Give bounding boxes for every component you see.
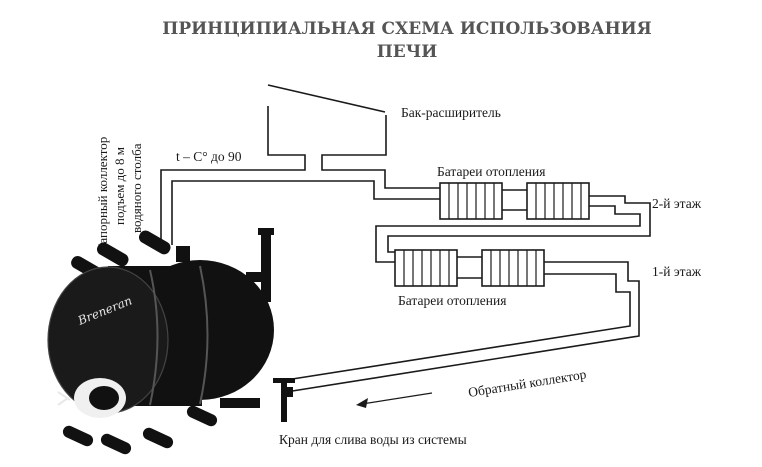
radiator-lower-1: [394, 249, 458, 287]
stove-icon: [47, 228, 274, 455]
return-collector-label: Обратный коллектор: [467, 366, 587, 400]
pressure-collector-label-line1: Напорный коллектор: [95, 137, 110, 253]
return-pipe: [285, 261, 640, 393]
flow-direction-arrow-icon: [356, 392, 433, 408]
radiator-upper-1: [439, 182, 503, 220]
pressure-collector-label: Напорный коллектор подъем до 8 м водяног…: [95, 137, 144, 253]
diagram-title-line2: ПЕЧИ: [377, 42, 438, 62]
floor-2-label: 2-й этаж: [652, 196, 702, 211]
radiators-lower-label: Батареи отопления: [398, 293, 506, 308]
pressure-collector-label-line2: подъем до 8 м: [112, 147, 127, 225]
expansion-tank-label: Бак-расширитель: [401, 105, 501, 120]
radiator-upper-2: [526, 182, 590, 220]
drain-valve-label: Кран для слива воды из системы: [279, 432, 467, 447]
diagram-title-line1: ПРИНЦИПИАЛЬНАЯ СХЕМА ИСПОЛЬЗОВАНИЯ: [162, 19, 651, 39]
floor-1-label: 1-й этаж: [652, 264, 702, 279]
drain-valve-icon: [273, 378, 295, 422]
temperature-label: t – C° до 90: [176, 149, 242, 164]
expansion-tank: [267, 84, 387, 160]
riser-pipe: [375, 195, 651, 263]
radiator-lower-2: [481, 249, 545, 287]
supply-pipe: [160, 160, 440, 245]
radiators-upper-label: Батареи отопления: [437, 164, 545, 179]
pressure-collector-label-line3: водяного столба: [129, 143, 144, 233]
